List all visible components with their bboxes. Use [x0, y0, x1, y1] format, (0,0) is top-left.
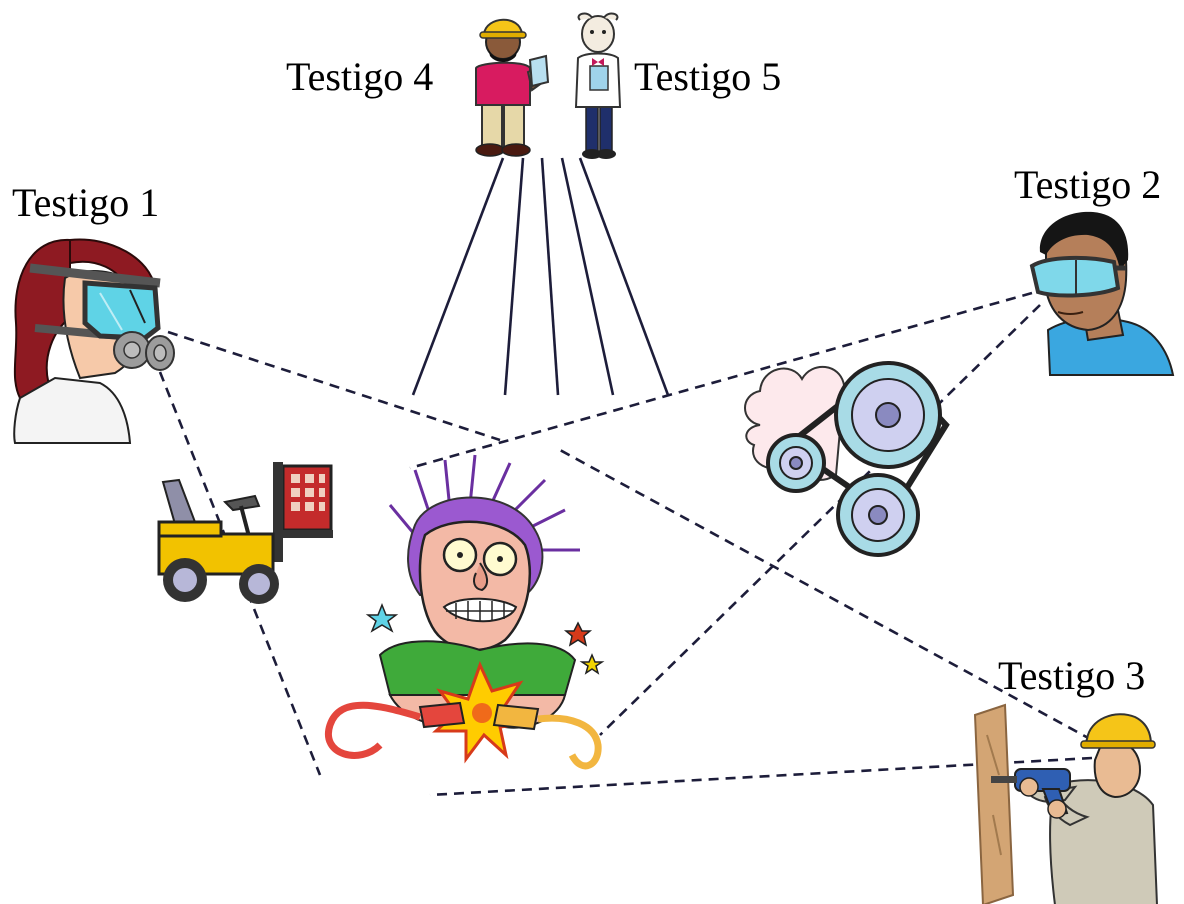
construction-worker-drill-icon — [973, 703, 1158, 904]
safety-goggles-man-icon — [1029, 211, 1175, 376]
belt-pulley-machine-icon — [744, 360, 950, 557]
sightline-w2-down — [599, 304, 1041, 736]
sightline-w4-1 — [411, 157, 505, 396]
sightline-w1-down — [158, 371, 322, 776]
sightline-w2-to-center — [409, 291, 1033, 470]
witness-3-label: Testigo 3 — [998, 653, 1146, 698]
hardhat-worker-icon — [475, 18, 550, 157]
sightlines — [158, 157, 1093, 797]
electrocuted-man-icon — [324, 454, 605, 770]
witness-1-label: Testigo 1 — [12, 180, 160, 225]
sightline-w1-to-center — [167, 330, 501, 442]
sightline-w4-3 — [540, 157, 560, 396]
sightline-w4-2 — [503, 157, 525, 396]
sightline-w5-1 — [560, 157, 615, 396]
forklift-icon — [157, 462, 333, 604]
witness-2-label: Testigo 2 — [1014, 162, 1162, 207]
sightline-w5-2 — [578, 157, 670, 396]
witness-4-label: Testigo 4 — [286, 54, 434, 99]
scientist-sheep-icon — [574, 12, 622, 159]
witness-5-label: Testigo 5 — [634, 54, 782, 99]
gas-mask-woman-icon — [13, 238, 175, 444]
